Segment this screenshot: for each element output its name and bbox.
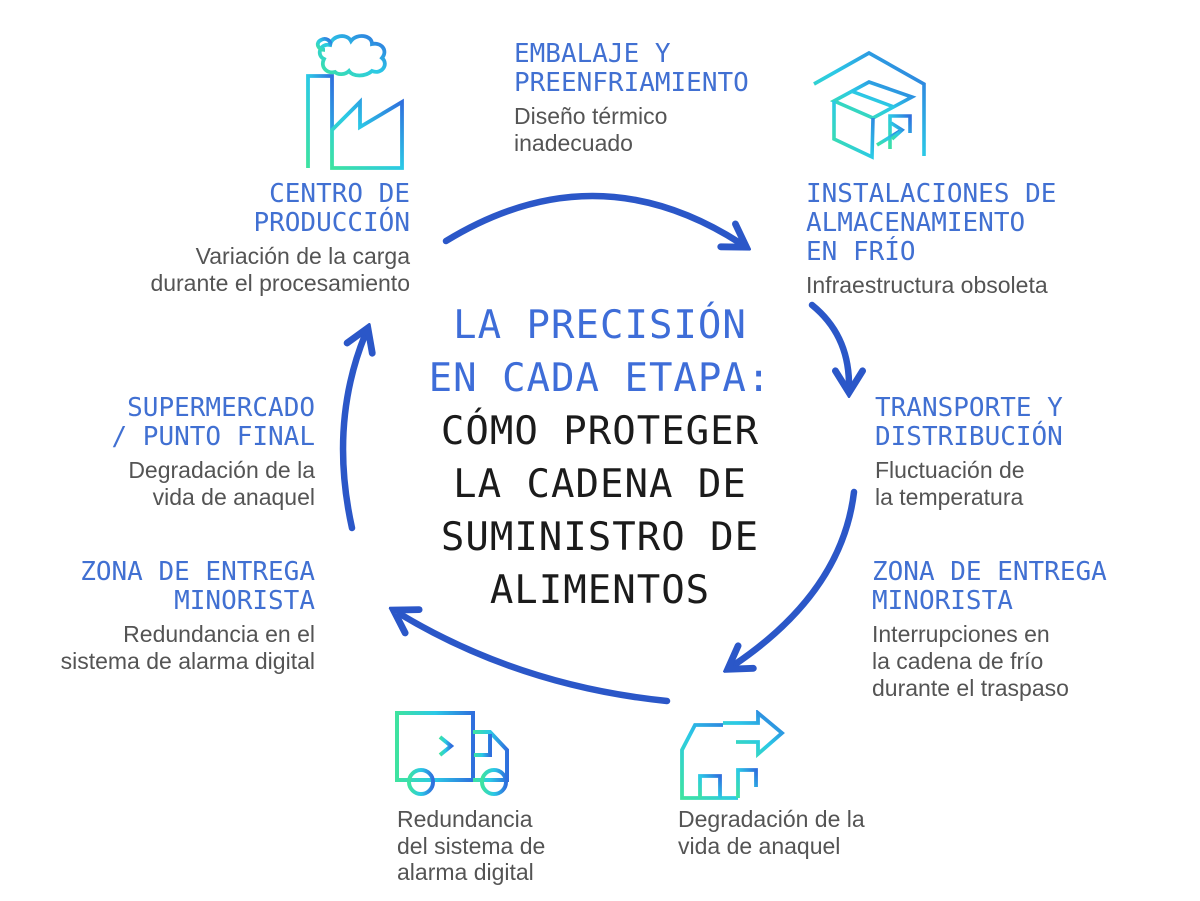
stage-packaging-title: EMBALAJE Y PREENFRIAMIENTO xyxy=(514,39,749,99)
stage-transport-title: TRANSPORTE Y DISTRIBUCIÓN xyxy=(875,393,1063,453)
stage-transport: TRANSPORTE Y DISTRIBUCIÓN Fluctuación de… xyxy=(875,393,1063,511)
stage-retail-handoff: ZONA DE ENTREGA MINORISTA Interrupciones… xyxy=(872,557,1107,701)
stage-cold-storage-desc: Infraestructura obsoleta xyxy=(806,272,1048,299)
stage-alarm-redundancy-desc: Redundancia del sistema de alarma digita… xyxy=(397,806,546,886)
stage-supermarket-desc: Degradación de la vida de anaquel xyxy=(128,457,315,510)
factory-icon xyxy=(306,34,404,170)
stage-retail-zone-left: ZONA DE ENTREGA MINORISTA Redundancia en… xyxy=(60,557,315,675)
stage-production: CENTRO DE PRODUCCIÓN Variación de la car… xyxy=(150,179,410,297)
stage-transport-desc: Fluctuación de la temperatura xyxy=(875,457,1025,510)
stage-retail-handoff-desc: Interrupciones en la cadena de frío dura… xyxy=(872,621,1069,701)
stage-production-desc: Variación de la carga durante el procesa… xyxy=(150,243,410,296)
center-title-black-lines: CÓMO PROTEGER LA CADENA DE SUMINISTRO DE… xyxy=(440,409,760,614)
stage-retail-zone-left-title: ZONA DE ENTREGA MINORISTA xyxy=(80,557,315,617)
stage-shelf-life-desc: Degradación de la vida de anaquel xyxy=(678,806,865,859)
stage-shelf-life: Degradación de la vida de anaquel xyxy=(678,806,865,859)
cycle-arrow-bottom-left xyxy=(400,614,671,705)
stage-retail-handoff-title: ZONA DE ENTREGA MINORISTA xyxy=(872,557,1107,617)
stage-production-title: CENTRO DE PRODUCCIÓN xyxy=(253,179,410,239)
stage-packaging-desc: Diseño térmico inadecuado xyxy=(514,103,668,156)
stage-retail-zone-left-desc: Redundancia en el sistema de alarma digi… xyxy=(60,621,315,674)
center-title-blue-lines: LA PRECISIÓN EN CADA ETAPA: xyxy=(428,303,772,402)
stage-cold-storage: INSTALACIONES DE ALMACENAMIENTO EN FRÍO … xyxy=(806,179,1057,299)
stage-supermarket: SUPERMERCADO / PUNTO FINAL Degradación d… xyxy=(111,393,316,511)
stage-alarm-redundancy: Redundancia del sistema de alarma digita… xyxy=(397,806,545,886)
warehouse-arrow-icon xyxy=(680,710,785,800)
stage-cold-storage-title: INSTALACIONES DE ALMACENAMIENTO EN FRÍO xyxy=(806,179,1057,268)
cycle-arrow-top xyxy=(442,192,740,243)
package-box-icon xyxy=(812,50,926,160)
center-title: LA PRECISIÓN EN CADA ETAPA: CÓMO PROTEGE… xyxy=(320,299,880,617)
delivery-truck-icon xyxy=(395,711,509,796)
stage-packaging: EMBALAJE Y PREENFRIAMIENTO Diseño térmic… xyxy=(514,39,749,157)
stage-supermarket-title: SUPERMERCADO / PUNTO FINAL xyxy=(111,393,316,453)
